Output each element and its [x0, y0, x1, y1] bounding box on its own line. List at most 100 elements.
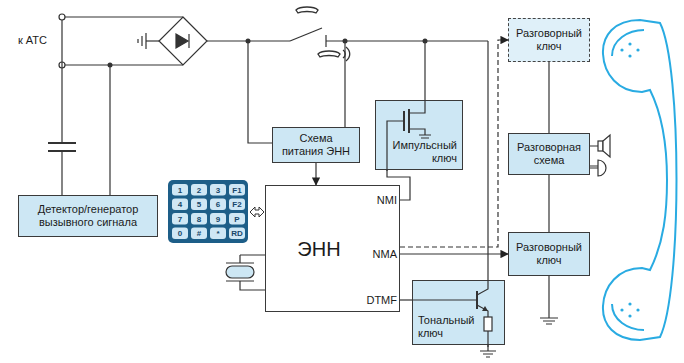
path-shape: [424, 41, 425, 100]
path-shape: [48, 143, 76, 151]
path-shape: [603, 20, 677, 340]
circle-shape: [628, 42, 631, 45]
path-shape: [387, 121, 404, 171]
connector: [400, 253, 508, 254]
path-shape: [412, 299, 477, 300]
path-shape: [590, 146, 598, 166]
rect-shape: [168, 180, 248, 243]
connector: [400, 299, 412, 300]
box-label: Разговорная схема: [514, 141, 584, 167]
key-label: RD: [229, 228, 245, 239]
rect-shape: [210, 184, 226, 196]
rect-shape: [172, 184, 188, 196]
mic-icon: [590, 160, 606, 176]
path-shape: [477, 280, 488, 295]
rect-shape: [191, 184, 207, 196]
keypad: [168, 180, 248, 243]
path-shape: [296, 7, 318, 13]
path-shape: [548, 276, 549, 318]
rect-shape: [210, 228, 226, 240]
path-shape: [290, 28, 322, 41]
circle-shape: [620, 48, 623, 51]
path-shape: [188, 34, 189, 48]
box-label: Разговорный ключ: [514, 27, 584, 53]
circle-shape: [423, 39, 428, 44]
key-label: *: [210, 228, 226, 239]
circle-shape: [628, 54, 631, 57]
key-label: 0: [172, 228, 188, 239]
box-label: Тональный ключ: [418, 314, 484, 340]
talk-circuit-box: Разговорная схема: [508, 133, 590, 175]
box-label: Схема питания ЭНН: [278, 132, 354, 158]
key-label: 3: [210, 185, 226, 196]
circle-shape: [246, 39, 251, 44]
path-shape: [409, 129, 425, 135]
rect-shape: [191, 213, 207, 225]
box-label: ЭНН: [297, 237, 340, 261]
path-shape: [603, 135, 610, 157]
speaker-icon: [598, 135, 610, 157]
path-shape: [343, 47, 350, 61]
rect-shape: [484, 317, 492, 331]
rect-shape: [229, 228, 245, 240]
rect-shape: [172, 213, 188, 225]
rect-shape: [172, 228, 188, 240]
circle-shape: [628, 314, 631, 317]
path-shape: [146, 40, 159, 41]
g-shape: [387, 100, 431, 171]
pin-name: DTMF: [366, 294, 397, 307]
circle-shape: [636, 48, 639, 51]
g-shape: [412, 280, 492, 347]
line-wires: [48, 14, 598, 357]
path-shape: [326, 40, 488, 41]
path-shape: [487, 331, 488, 347]
path-shape: [487, 41, 488, 280]
rect-shape: [229, 184, 245, 196]
rect-shape: [191, 228, 207, 240]
bus-arrow: [250, 207, 264, 217]
box-label: Разговорный ключ: [514, 241, 584, 267]
hook-icons: [296, 7, 350, 61]
path-shape: [480, 351, 496, 357]
power-box: Схема питания ЭНН: [272, 127, 360, 163]
path-shape: [240, 281, 265, 290]
circle-shape: [59, 14, 65, 20]
key-label: 2: [191, 185, 207, 196]
circle-shape: [343, 39, 348, 44]
pin-name: NMA: [373, 248, 397, 261]
path-shape: [409, 100, 425, 113]
key-label: #: [191, 228, 207, 239]
box-label: Детектор/генератор вызывного сигнала: [24, 203, 152, 229]
connector: [315, 163, 316, 185]
key-label: 1: [172, 185, 188, 196]
g-shape: [172, 184, 245, 239]
key-label: F2: [229, 199, 245, 210]
path-shape: [240, 255, 265, 263]
bridge-diode: [176, 34, 189, 48]
path-shape: [138, 33, 146, 49]
rect-shape: [210, 199, 226, 211]
circle-shape: [636, 308, 639, 311]
key-label: F1: [229, 185, 245, 196]
connector: [548, 62, 549, 133]
path-shape: [419, 135, 431, 138]
talk-key-box: Разговорный ключ: [508, 232, 590, 276]
key-label: 8: [191, 214, 207, 225]
key-label: 4: [172, 199, 188, 210]
key-label: 6: [210, 199, 226, 210]
line-label: к АТС: [18, 34, 47, 47]
box-label: Импульсный ключ: [387, 139, 457, 165]
pin-name: NMI: [377, 194, 397, 207]
rect-shape: [229, 199, 245, 211]
path-shape: [540, 318, 558, 324]
talk-key-box: Разговорный ключ: [508, 18, 590, 62]
path-shape: [176, 34, 188, 48]
key-label: 5: [191, 199, 207, 210]
rect-shape: [598, 141, 603, 151]
path-shape: [226, 263, 254, 281]
key-label: P: [229, 214, 245, 225]
path-shape: [318, 51, 340, 57]
circle-shape: [620, 308, 623, 311]
path-shape: [482, 306, 488, 311]
